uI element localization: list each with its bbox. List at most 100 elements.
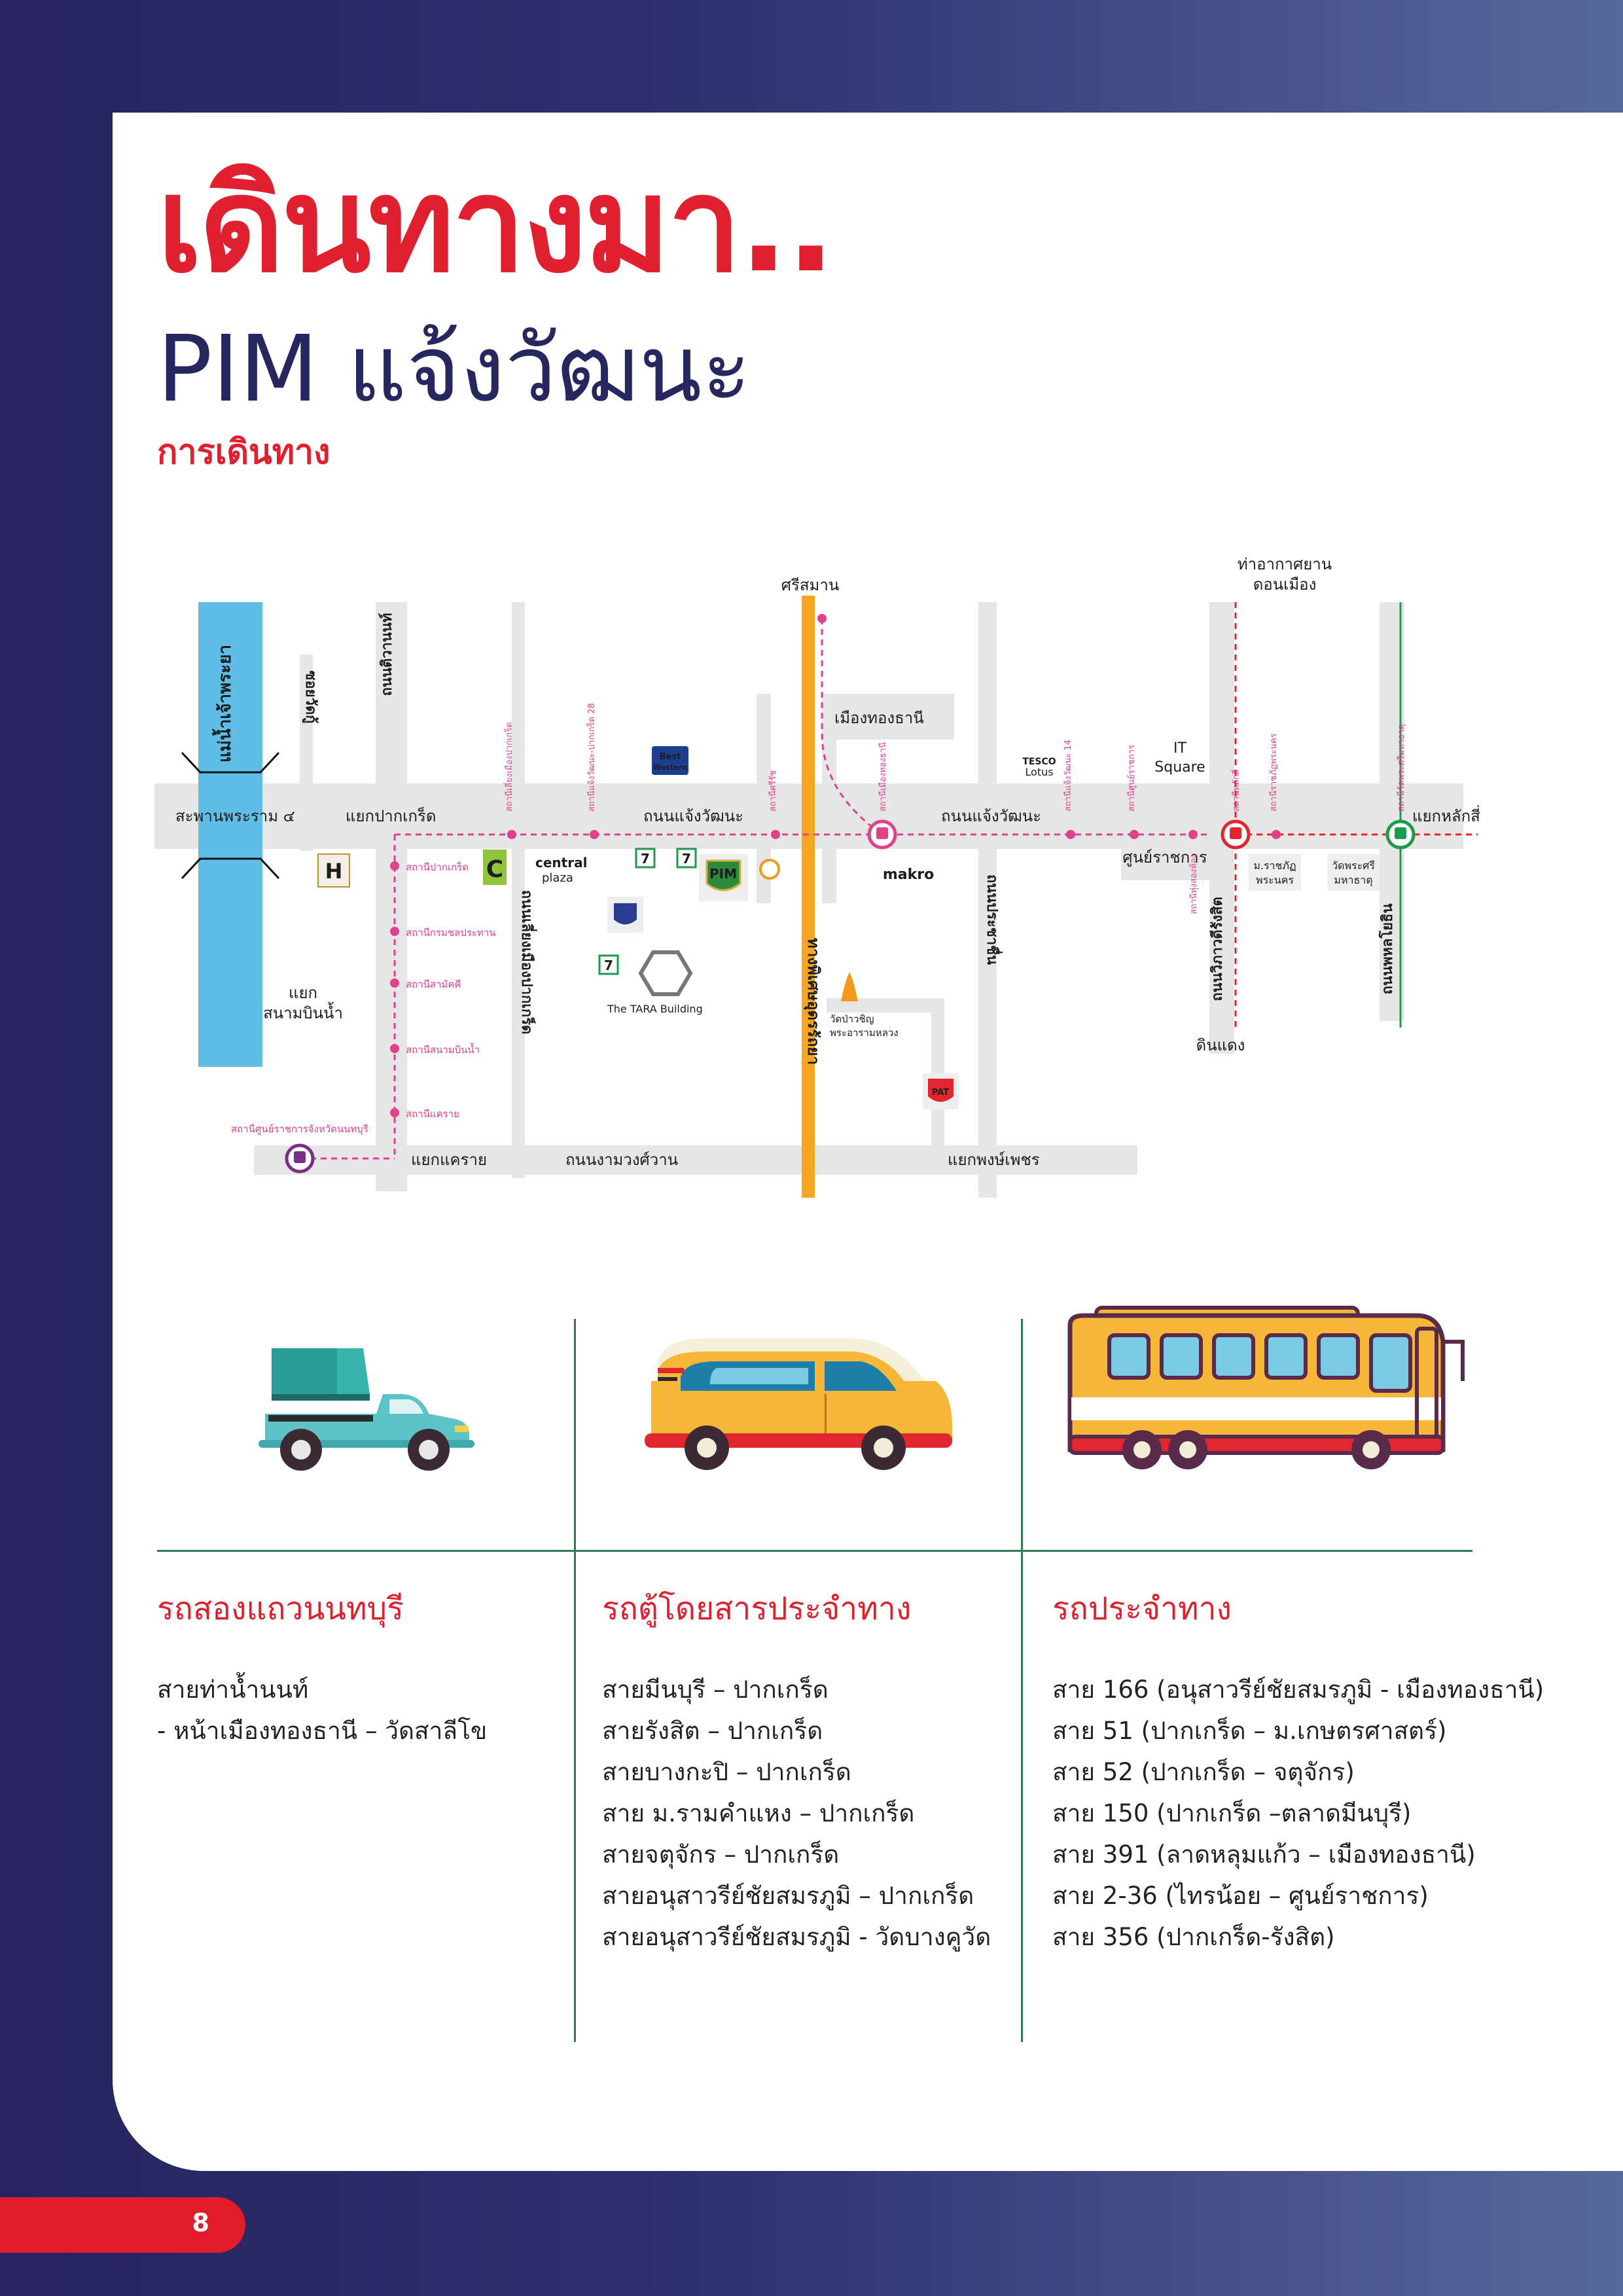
station-label-muang-thong: สถานีเมืองทองธานี bbox=[878, 742, 888, 812]
tara-building-label: The TARA Building bbox=[607, 1003, 703, 1015]
station-dot-soi14 bbox=[1066, 830, 1075, 839]
pakkret-bypass-label: ถนนเลี่ยงเมืองปากเกร็ด bbox=[518, 890, 538, 1035]
transport-title: รถประจำทาง bbox=[1052, 1590, 1232, 1627]
chaengwattana-label: ถนนแจ้งวัฒนะ bbox=[643, 807, 743, 825]
wat-phra-si-label-1: วัดพระศรี bbox=[1332, 859, 1375, 872]
river-label: แม่น้ำเจ้าพระยา bbox=[211, 645, 235, 762]
central-label-2: plaza bbox=[542, 871, 573, 885]
hotel-icon bbox=[317, 853, 350, 888]
station-labels: สถานีปากเกร็ด สถานีกรมชลประทาน สถานีสามั… bbox=[231, 703, 1406, 1136]
route-line: สาย 51 (ปากเกร็ด – ม.เกษตรศาสตร์) bbox=[1052, 1716, 1447, 1745]
phahonyothin-label: ถนนพหลโยธิน bbox=[1378, 903, 1396, 994]
temple-label-2: พระอารามหลวง bbox=[830, 1027, 899, 1039]
interchange-nonthaburi bbox=[285, 1143, 315, 1174]
best-western-text-1: Best bbox=[660, 752, 681, 762]
transport-title: รถสองแถวนนทบุรี bbox=[157, 1590, 404, 1627]
pakkret-junction-label: แยกปากเกร็ด bbox=[346, 806, 437, 825]
station-label-lak-si: สถานีหลักสี่ bbox=[1230, 770, 1241, 812]
expressway-udonratthaya bbox=[802, 596, 815, 1198]
muang-thong-label: เมืองทองธานี bbox=[834, 709, 924, 727]
river-chaophraya bbox=[198, 602, 262, 1067]
station-label-govt: สถานีศูนย์ราชการ bbox=[1126, 745, 1137, 812]
station-dot-khaerai bbox=[390, 1108, 399, 1117]
station-dot-soi28 bbox=[590, 830, 599, 839]
chaengwattana-east-label: ถนนแจ้งวัฒนะ bbox=[941, 807, 1041, 825]
station-label-sanambinnam: สถานีสนามบินน้ำ bbox=[406, 1043, 480, 1056]
khae-rai-label: แยกแคราย bbox=[411, 1151, 487, 1169]
transport-column-songthaew: รถสองแถวนนทบุรี สายท่าน้ำนนท์ - หน้าเมือ… bbox=[157, 1590, 487, 1751]
column-divider-1 bbox=[574, 1319, 576, 2042]
station-label-sriratch: สถานีศรีรัช bbox=[768, 770, 778, 812]
route-line: สาย 150 (ปากเกร็ด –ตลาดมีนบุรี) bbox=[1052, 1799, 1412, 1827]
page-number-tab: 8 bbox=[0, 2197, 245, 2253]
route-line: สายมีนบุรี – ปากเกร็ด bbox=[602, 1675, 829, 1704]
hotel-icon-text: H bbox=[325, 859, 343, 884]
road-temple-top bbox=[827, 998, 944, 1013]
seven-eleven-icon-2 bbox=[676, 848, 697, 869]
minibus-icon bbox=[645, 1338, 952, 1470]
station-dot-samakkhi bbox=[390, 978, 399, 988]
road-ramp-left bbox=[757, 694, 771, 903]
pim-logo-icon bbox=[705, 859, 741, 891]
govt-center-label: ศูนย์ราชการ bbox=[1122, 848, 1207, 867]
din-daeng-label: ดินแดง bbox=[1196, 1036, 1245, 1054]
station-label-wat-phra-si: สถานีวัดพระศรีมหาธาตุ bbox=[1396, 724, 1406, 812]
route-line: สาย 356 (ปากเกร็ด-รังสิต) bbox=[1052, 1922, 1335, 1951]
seven-eleven-icon-3 bbox=[598, 954, 619, 975]
station-label-khaerai: สถานีแคราย bbox=[406, 1108, 459, 1120]
road-prachachuen bbox=[978, 602, 997, 1198]
column-divider-2 bbox=[1021, 1319, 1023, 2042]
seven-eleven-text-1: 7 bbox=[641, 851, 650, 867]
wat-phra-si-box bbox=[1327, 854, 1380, 891]
route-map-svg: แม่น้ำเจ้าพระยา ทางพิเศษอุดรรัถยา bbox=[154, 556, 1480, 1198]
station-label-nonthaburi-center: สถานีศูนย์ราชการจังหวัดนนทบุรี bbox=[231, 1123, 368, 1136]
temple-label-1: วัดป่าวชิญ bbox=[830, 1013, 874, 1025]
route-line: สายอนุสาวรีย์ชัยสมรภูมิ - วัดบางคูวัด bbox=[602, 1922, 991, 1951]
rajabhat-box bbox=[1249, 854, 1301, 891]
muang-thong-block bbox=[830, 694, 954, 740]
ptt-icon bbox=[759, 859, 780, 880]
station-dot-pakkret bbox=[390, 861, 399, 870]
station-dot-kromchon bbox=[390, 927, 399, 936]
central-label-1: central bbox=[535, 855, 587, 870]
lak-si-label: แยกหลักสี่ bbox=[1412, 805, 1480, 825]
route-line: - หน้าเมืองทองธานี – วัดสาลีโข bbox=[157, 1716, 488, 1745]
tiwanon-label: ถนนติวานนท์ bbox=[378, 613, 395, 696]
horizontal-divider bbox=[157, 1550, 1472, 1552]
it-square-label-2: Square bbox=[1154, 759, 1205, 776]
route-line: สาย 166 (อนุสาวรีย์ชัยสมรภูมิ - เมืองทอง… bbox=[1052, 1675, 1544, 1704]
map-labels: สะพานพระราม ๔ แยกปากเกร็ด ถนนแจ้งวัฒนะ ถ… bbox=[175, 556, 1480, 1169]
bridge-marks bbox=[181, 751, 280, 880]
pat-logo-text: PAT bbox=[932, 1088, 949, 1098]
station-label-soi28: สถานีแจ้งวัฒนะ-ปากเกร็ด 28 bbox=[585, 703, 597, 812]
station-dot-rajabhat bbox=[1272, 830, 1281, 839]
station-label-soi14: สถานีแจ้งวัฒนะ 14 bbox=[1063, 740, 1073, 812]
route-line: สาย 52 (ปากเกร็ด – จตุจักร) bbox=[1052, 1757, 1355, 1786]
big-c-icon-text: C bbox=[486, 856, 503, 883]
page-subtitle: PIM แจ้งวัฒนะ bbox=[157, 316, 751, 423]
school-logo-icon bbox=[614, 903, 637, 925]
expressway-label: ทางพิเศษอุดรรัถยา bbox=[803, 938, 823, 1065]
prachachuen-label: ถนนประชาชื่น bbox=[984, 874, 1003, 965]
don-mueang-label-1: ท่าอากาศยาน bbox=[1238, 556, 1332, 573]
city-bus-icon bbox=[1067, 1306, 1465, 1469]
route-line: สาย 2-36 (ไทรน้อย – ศูนย์ราชการ) bbox=[1052, 1881, 1429, 1910]
transport-column-van: รถตู้โดยสารประจำทาง สายมีนบุรี – ปากเกร็… bbox=[602, 1590, 991, 1958]
bridge-label: สะพานพระราม ๔ bbox=[175, 807, 295, 825]
seven-eleven-text-2: 7 bbox=[682, 851, 691, 867]
interchange-lak-si bbox=[1221, 819, 1251, 850]
station-dot-govt bbox=[1130, 830, 1139, 839]
route-line: สายจตุจักร – ปากเกร็ด bbox=[602, 1840, 840, 1869]
route-line: สายอนุสาวรีย์ชัยสมรภูมิ – ปากเกร็ด bbox=[602, 1881, 974, 1910]
rajabhat-label-2: พระนคร bbox=[1256, 874, 1294, 886]
route-line: สาย 391 (ลาดหลุมแก้ว – เมืองทองธานี) bbox=[1052, 1840, 1476, 1869]
station-dot-sanambinnam bbox=[390, 1044, 399, 1053]
temple-icon bbox=[841, 972, 858, 1001]
transport-column-bus: รถประจำทาง สาย 166 (อนุสาวรีย์ชัยสมรภูมิ… bbox=[1052, 1590, 1544, 1958]
content-card bbox=[113, 113, 1623, 2171]
station-dot-sriratch bbox=[771, 830, 780, 839]
station-dot-tungsonghong bbox=[1188, 830, 1198, 839]
road-tiwanon bbox=[376, 602, 407, 1191]
it-square-label-1: IT bbox=[1173, 740, 1186, 757]
route-line: สายรังสิต – ปากเกร็ด bbox=[602, 1716, 823, 1745]
